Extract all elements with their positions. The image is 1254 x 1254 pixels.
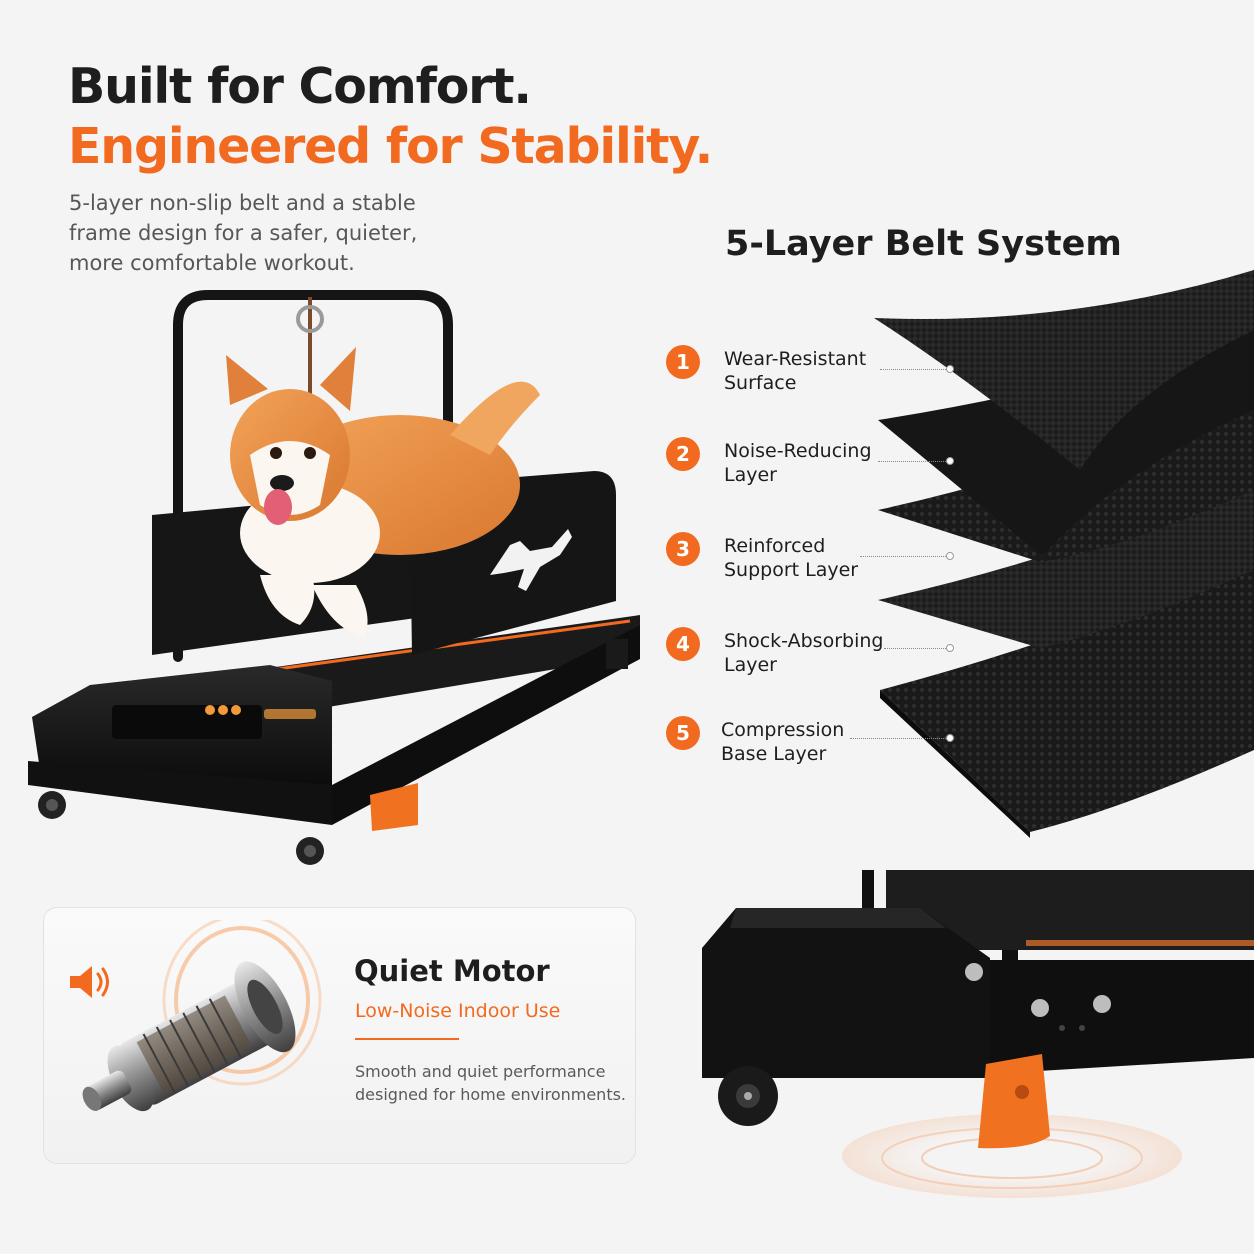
intro-line-2: frame design for a safer, quieter,: [69, 221, 418, 245]
intro-line-1: 5-layer non-slip belt and a stable: [69, 191, 416, 215]
motor-illustration: [82, 920, 322, 1112]
layer-leader-line: [850, 738, 948, 739]
quiet-motor-subtitle: Low-Noise Indoor Use: [355, 1000, 561, 1022]
layer-leader-dot: [946, 734, 954, 742]
intro-text: 5-layer non-slip belt and a stable frame…: [69, 188, 489, 278]
layer-leader-line: [878, 461, 948, 462]
layer-label: Noise-Reducing Layer: [724, 439, 872, 487]
layer-label-line-2: Support Layer: [724, 559, 859, 581]
quiet-motor-title: Quiet Motor: [354, 954, 550, 988]
layer-item-2: 2 Noise-Reducing Layer: [666, 437, 966, 497]
headline-line-1: Built for Comfort.: [68, 58, 532, 115]
layer-number-badge: 2: [666, 437, 700, 471]
layer-label: Reinforced Support Layer: [724, 534, 858, 582]
belt-system-title: 5-Layer Belt System: [725, 224, 1122, 264]
layer-leader-line: [880, 369, 948, 370]
running-dog-logo: [490, 529, 572, 591]
layer-label-line-2: Layer: [724, 464, 777, 486]
layer-leader-dot: [946, 552, 954, 560]
layer-item-5: 5 Compression Base Layer: [666, 716, 966, 776]
layer-label-line-1: Noise-Reducing: [724, 440, 872, 462]
quiet-motor-description: Smooth and quiet performance designed fo…: [355, 1060, 626, 1106]
layer-label-line-1: Compression: [721, 719, 845, 741]
treadmill-base-closeup: [702, 870, 1254, 1198]
layer-leader-line: [860, 556, 948, 557]
layer-number-badge: 5: [666, 716, 700, 750]
layer-leader-dot: [946, 644, 954, 652]
layer-item-4: 4 Shock-Absorbing Layer: [666, 627, 966, 687]
layer-label-line-2: Surface: [724, 372, 797, 394]
intro-line-3: more comfortable workout.: [69, 251, 355, 275]
belt-layers-illustration: [874, 270, 1254, 838]
layer-number-badge: 3: [666, 532, 700, 566]
speaker-icon: [70, 966, 109, 998]
layer-label-line-2: Base Layer: [721, 743, 827, 765]
headline-line-2: Engineered for Stability.: [68, 118, 713, 175]
layer-item-3: 3 Reinforced Support Layer: [666, 532, 966, 592]
layer-number-badge: 1: [666, 345, 700, 379]
layer-label: Compression Base Layer: [721, 718, 844, 766]
dog-treadmill-illustration: [28, 290, 640, 865]
layer-label-line-1: Reinforced: [724, 535, 826, 557]
accent-divider: [355, 1038, 459, 1040]
layer-label-line-1: Shock-Absorbing: [724, 630, 884, 652]
layer-label: Shock-Absorbing Layer: [724, 629, 883, 677]
layer-label: Wear-Resistant Surface: [724, 347, 866, 395]
layer-leader-dot: [946, 457, 954, 465]
layer-item-1: 1 Wear-Resistant Surface: [666, 345, 966, 405]
layer-leader-dot: [946, 365, 954, 373]
quiet-motor-desc-line-1: Smooth and quiet performance: [355, 1062, 606, 1081]
layer-leader-line: [884, 648, 948, 649]
layer-label-line-2: Layer: [724, 654, 777, 676]
layer-label-line-1: Wear-Resistant: [724, 348, 867, 370]
layer-number-badge: 4: [666, 627, 700, 661]
quiet-motor-desc-line-2: designed for home environments.: [355, 1085, 627, 1104]
